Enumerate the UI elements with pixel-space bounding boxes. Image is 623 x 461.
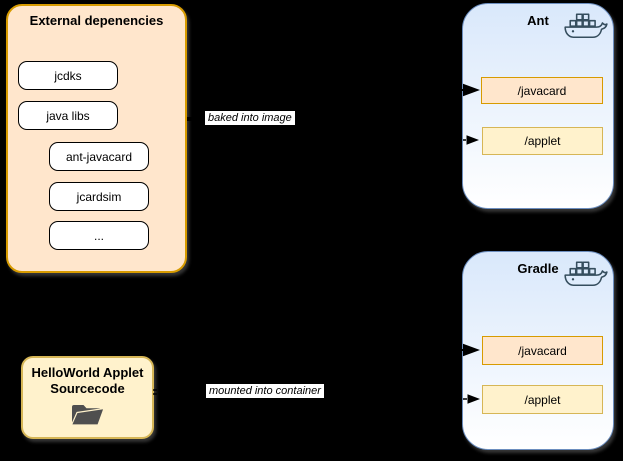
- docker-whale-icon: [564, 261, 608, 287]
- gradle-container-title: Gradle: [517, 261, 559, 276]
- dir-label: /applet: [524, 392, 561, 407]
- dir-label: /applet: [524, 134, 561, 148]
- source-box: HelloWorld Applet Sourcecode: [21, 356, 154, 439]
- ant-container-title: Ant: [527, 13, 549, 28]
- external-dependencies-box: External depenencies jcdks java libs ant…: [6, 4, 187, 273]
- gradle-applet-dir: /applet: [482, 385, 603, 414]
- dir-label: /javacard: [518, 343, 567, 358]
- dependency-item-label: jcardsim: [76, 189, 122, 204]
- dependency-item-label: jcdks: [54, 68, 82, 83]
- connector-source-to-ant-applet: [153, 139, 466, 391]
- dependency-item-label: ...: [93, 228, 104, 243]
- edge-label-mounted-into-container: mounted into container: [206, 384, 324, 398]
- dependency-item-jcdks: jcdks: [18, 61, 118, 90]
- open-folder-icon: [70, 404, 105, 426]
- ant-javacard-dir: /javacard: [481, 77, 603, 104]
- ant-applet-dir: /applet: [482, 127, 603, 155]
- gradle-container: Gradle /javacard /applet: [462, 251, 614, 450]
- ant-container: Ant /javacard /applet: [462, 3, 614, 209]
- connector-ext-to-gradle-javacard: [187, 119, 463, 351]
- external-dependencies-title: External depenencies: [29, 13, 164, 28]
- gradle-javacard-dir: /javacard: [482, 336, 603, 365]
- edge-label-baked-into-image: baked into image: [205, 111, 295, 125]
- dependency-item-jcardsim: jcardsim: [49, 182, 149, 211]
- source-title-line1: HelloWorld Applet: [31, 365, 144, 380]
- dependency-item-label: java libs: [46, 108, 90, 123]
- dependency-item-label: ant-javacard: [65, 149, 133, 164]
- dependency-item-ellipsis: ...: [49, 221, 149, 250]
- dir-label: /javacard: [517, 83, 567, 98]
- dependency-item-java-libs: java libs: [18, 101, 118, 130]
- docker-whale-icon: [564, 13, 608, 39]
- dependency-item-ant-javacard: ant-javacard: [49, 142, 149, 171]
- source-title-line2: Sourcecode: [50, 381, 125, 397]
